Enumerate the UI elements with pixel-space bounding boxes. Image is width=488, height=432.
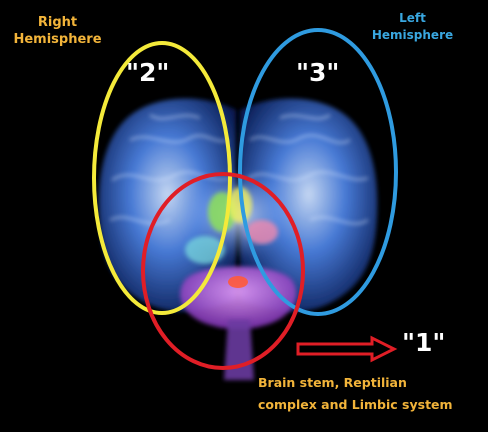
red-ellipse [141,172,305,370]
right-hemisphere-label: Right Hemisphere [0,14,115,48]
yellow-ellipse [92,41,232,315]
left-hemisphere-label: Left Hemisphere [355,10,470,44]
region-2-label: "2" [126,58,170,87]
left-hemisphere-line-2: Hemisphere [371,28,454,42]
caption-line-1: Brain stem, Reptilian [258,375,407,390]
blue-ellipse [238,28,398,316]
left-hemisphere-line-1: Left [399,11,426,25]
caption-line-2: complex and Limbic system [258,397,453,412]
right-arrow-icon [296,335,398,363]
region-1-label: "1" [402,328,446,357]
region-3-label: "3" [296,58,340,87]
right-hemisphere-line-2: Hemisphere [13,32,102,47]
brain-illustration [98,98,378,380]
right-hemisphere-line-1: Right [37,15,78,30]
region-1-caption: Brain stem, Reptilian complex and Limbic… [258,372,453,416]
